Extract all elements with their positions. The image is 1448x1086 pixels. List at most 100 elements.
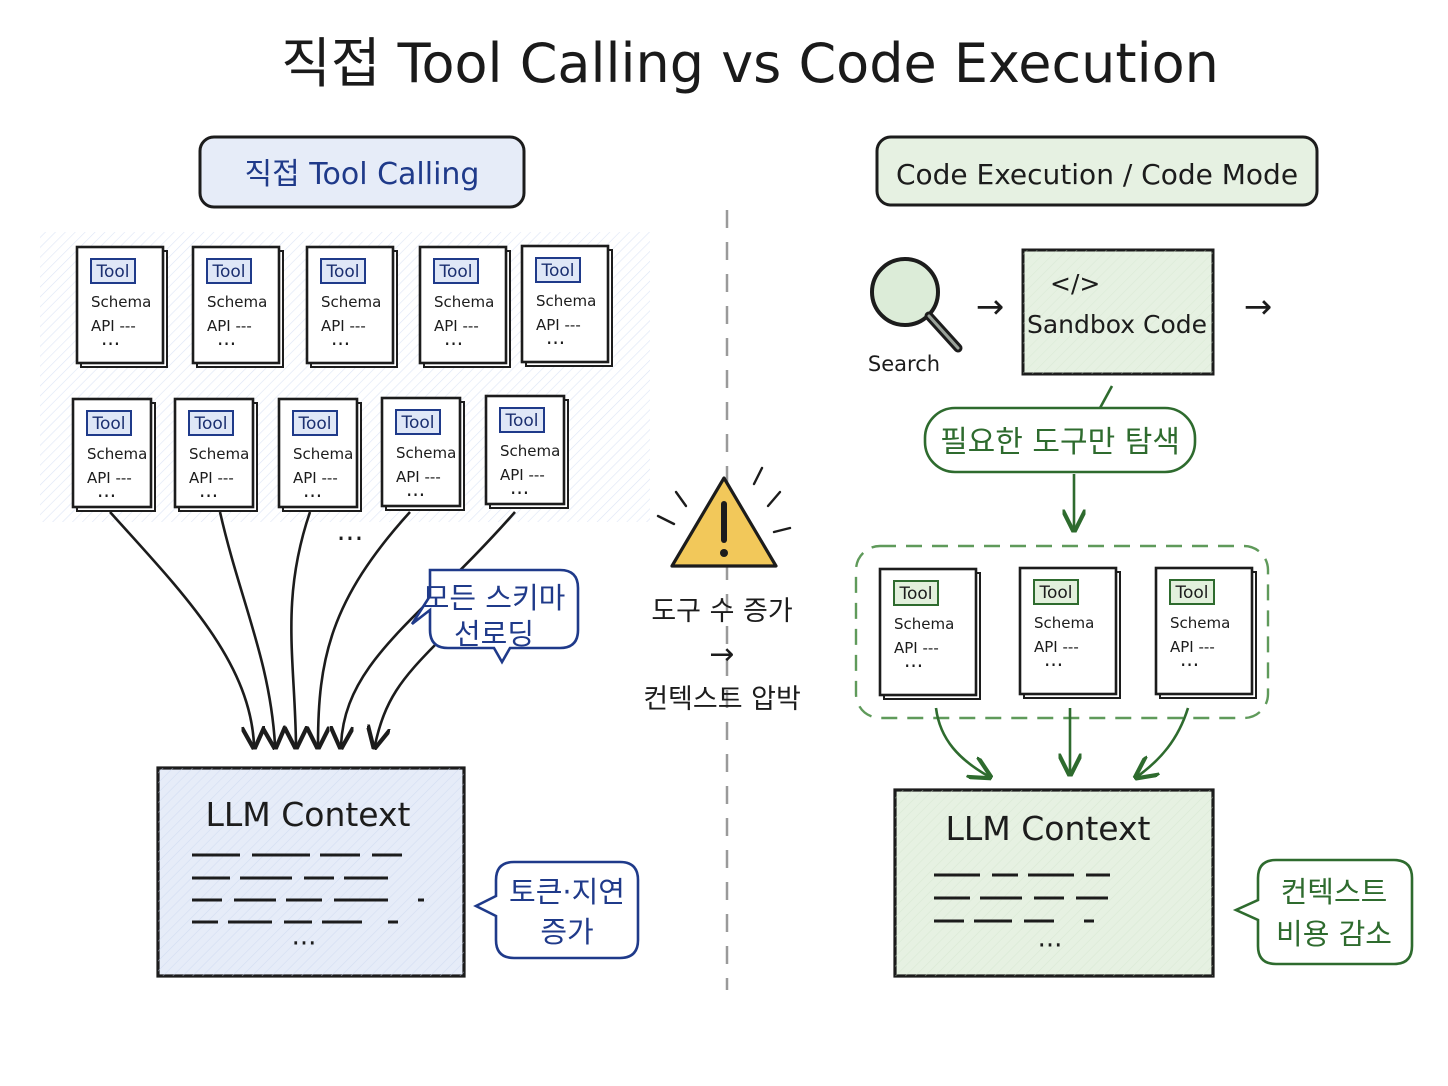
right-arrow-a	[934, 707, 988, 776]
tool-tag-box	[292, 410, 338, 436]
warning-triangle-icon	[656, 466, 792, 568]
left-arrow-4	[318, 511, 411, 745]
pill-label: 필요한 도구만 탐색	[940, 425, 1180, 460]
tool-more-dots: ···	[97, 484, 116, 508]
tool-tag-box	[1169, 579, 1215, 605]
left-arrow-1	[109, 511, 254, 745]
search-needed-tools-pill	[923, 406, 1197, 474]
tool-tag: Tool	[400, 413, 434, 433]
tool-more-dots: ···	[406, 483, 425, 507]
tool-schema-label: Schema	[321, 293, 381, 311]
tool-api-label: API ---	[500, 466, 545, 484]
right-arrows	[934, 707, 1190, 776]
tool-tag: Tool	[325, 262, 359, 282]
tool-more-dots: ···	[101, 332, 120, 356]
tool-schema-label: Schema	[189, 445, 249, 463]
tool-tag-box	[433, 258, 479, 284]
left-token-bubble	[473, 860, 640, 960]
tool-tag: Tool	[504, 411, 538, 431]
tool-schema-label: Schema	[500, 442, 560, 460]
tool-more-dots: ···	[546, 331, 565, 355]
tool-schema-label: Schema	[434, 293, 494, 311]
tool-api-label: API ---	[91, 317, 136, 335]
right-arrow-c	[1138, 707, 1190, 776]
left-arrow-3	[291, 511, 312, 745]
left-side-bubble-line1: 토큰·지연	[509, 875, 625, 909]
middle-panel: 도구 수 증가 → 컨텍스트 압박	[643, 466, 801, 715]
selected-tools-group	[854, 544, 1270, 720]
middle-line2: 컨텍스트 압박	[643, 684, 801, 715]
sandbox-code-hatch	[1023, 250, 1213, 374]
tool-tag: Tool	[898, 584, 932, 604]
tool-schema-label: Schema	[1170, 614, 1230, 632]
tool-more-dots: ···	[444, 332, 463, 356]
right-side-bubble-line1: 컨텍스트	[1281, 875, 1388, 909]
left-side-bubble-line2: 증가	[540, 915, 593, 949]
left-context-lines	[192, 853, 424, 924]
tool-tag-box	[893, 580, 939, 606]
right-panel: Code Execution / Code Mode Search → </> …	[854, 135, 1414, 978]
tool-more-dots: ···	[1180, 653, 1199, 677]
left-context-title: LLM Context	[205, 795, 410, 834]
tool-api-label: API ---	[321, 317, 366, 335]
tool-api-label: API ---	[536, 316, 581, 334]
right-heading: Code Execution / Code Mode	[896, 158, 1298, 191]
sandbox-to-pill-line	[1098, 385, 1114, 409]
right-context-title: LLM Context	[945, 809, 1150, 848]
search-label: Search	[868, 352, 940, 376]
tool-tag: Tool	[438, 262, 472, 282]
tool-api-label: API ---	[396, 468, 441, 486]
right-context-hatch	[895, 790, 1213, 976]
right-side-bubble-line2: 비용 감소	[1276, 917, 1392, 951]
left-heading-box	[198, 135, 526, 209]
tool-tag: Tool	[297, 414, 331, 434]
tool-tag: Tool	[540, 261, 574, 281]
left-context-more: ···	[292, 929, 317, 959]
left-more-dots: ···	[337, 522, 364, 555]
tool-api-label: API ---	[207, 317, 252, 335]
search-magnifier-icon	[870, 257, 963, 353]
right-context-more: ···	[1038, 931, 1063, 961]
left-context-hatch	[158, 768, 464, 976]
right-cost-bubble	[1232, 858, 1414, 966]
tool-schema-label: Schema	[396, 444, 456, 462]
tool-api-label: API ---	[1170, 638, 1215, 656]
tool-tag: Tool	[193, 414, 227, 434]
tool-tag: Tool	[1174, 583, 1208, 603]
tool-more-dots: ···	[510, 481, 529, 505]
tool-schema-label: Schema	[1034, 614, 1094, 632]
tool-more-dots: ···	[904, 654, 923, 678]
tool-more-dots: ···	[303, 484, 322, 508]
tool-tag-box	[86, 410, 132, 436]
tool-tag-box	[499, 407, 545, 433]
tool-schema-label: Schema	[91, 293, 151, 311]
left-preload-bubble	[410, 568, 580, 665]
tool-tag-box	[535, 257, 581, 283]
sandbox-code-label: Sandbox Code	[1027, 310, 1207, 339]
middle-arrow: →	[709, 637, 734, 672]
tool-more-dots: ···	[199, 484, 218, 508]
tool-tag: Tool	[211, 262, 245, 282]
tool-api-label: API ---	[189, 469, 234, 487]
right-arrow-2: →	[1244, 287, 1273, 327]
tool-more-dots: ···	[217, 332, 236, 356]
right-context-lines	[934, 873, 1148, 923]
tool-api-label: API ---	[293, 469, 338, 487]
tool-api-label: API ---	[894, 639, 939, 657]
left-bubble-line2: 선로딩	[454, 617, 534, 651]
